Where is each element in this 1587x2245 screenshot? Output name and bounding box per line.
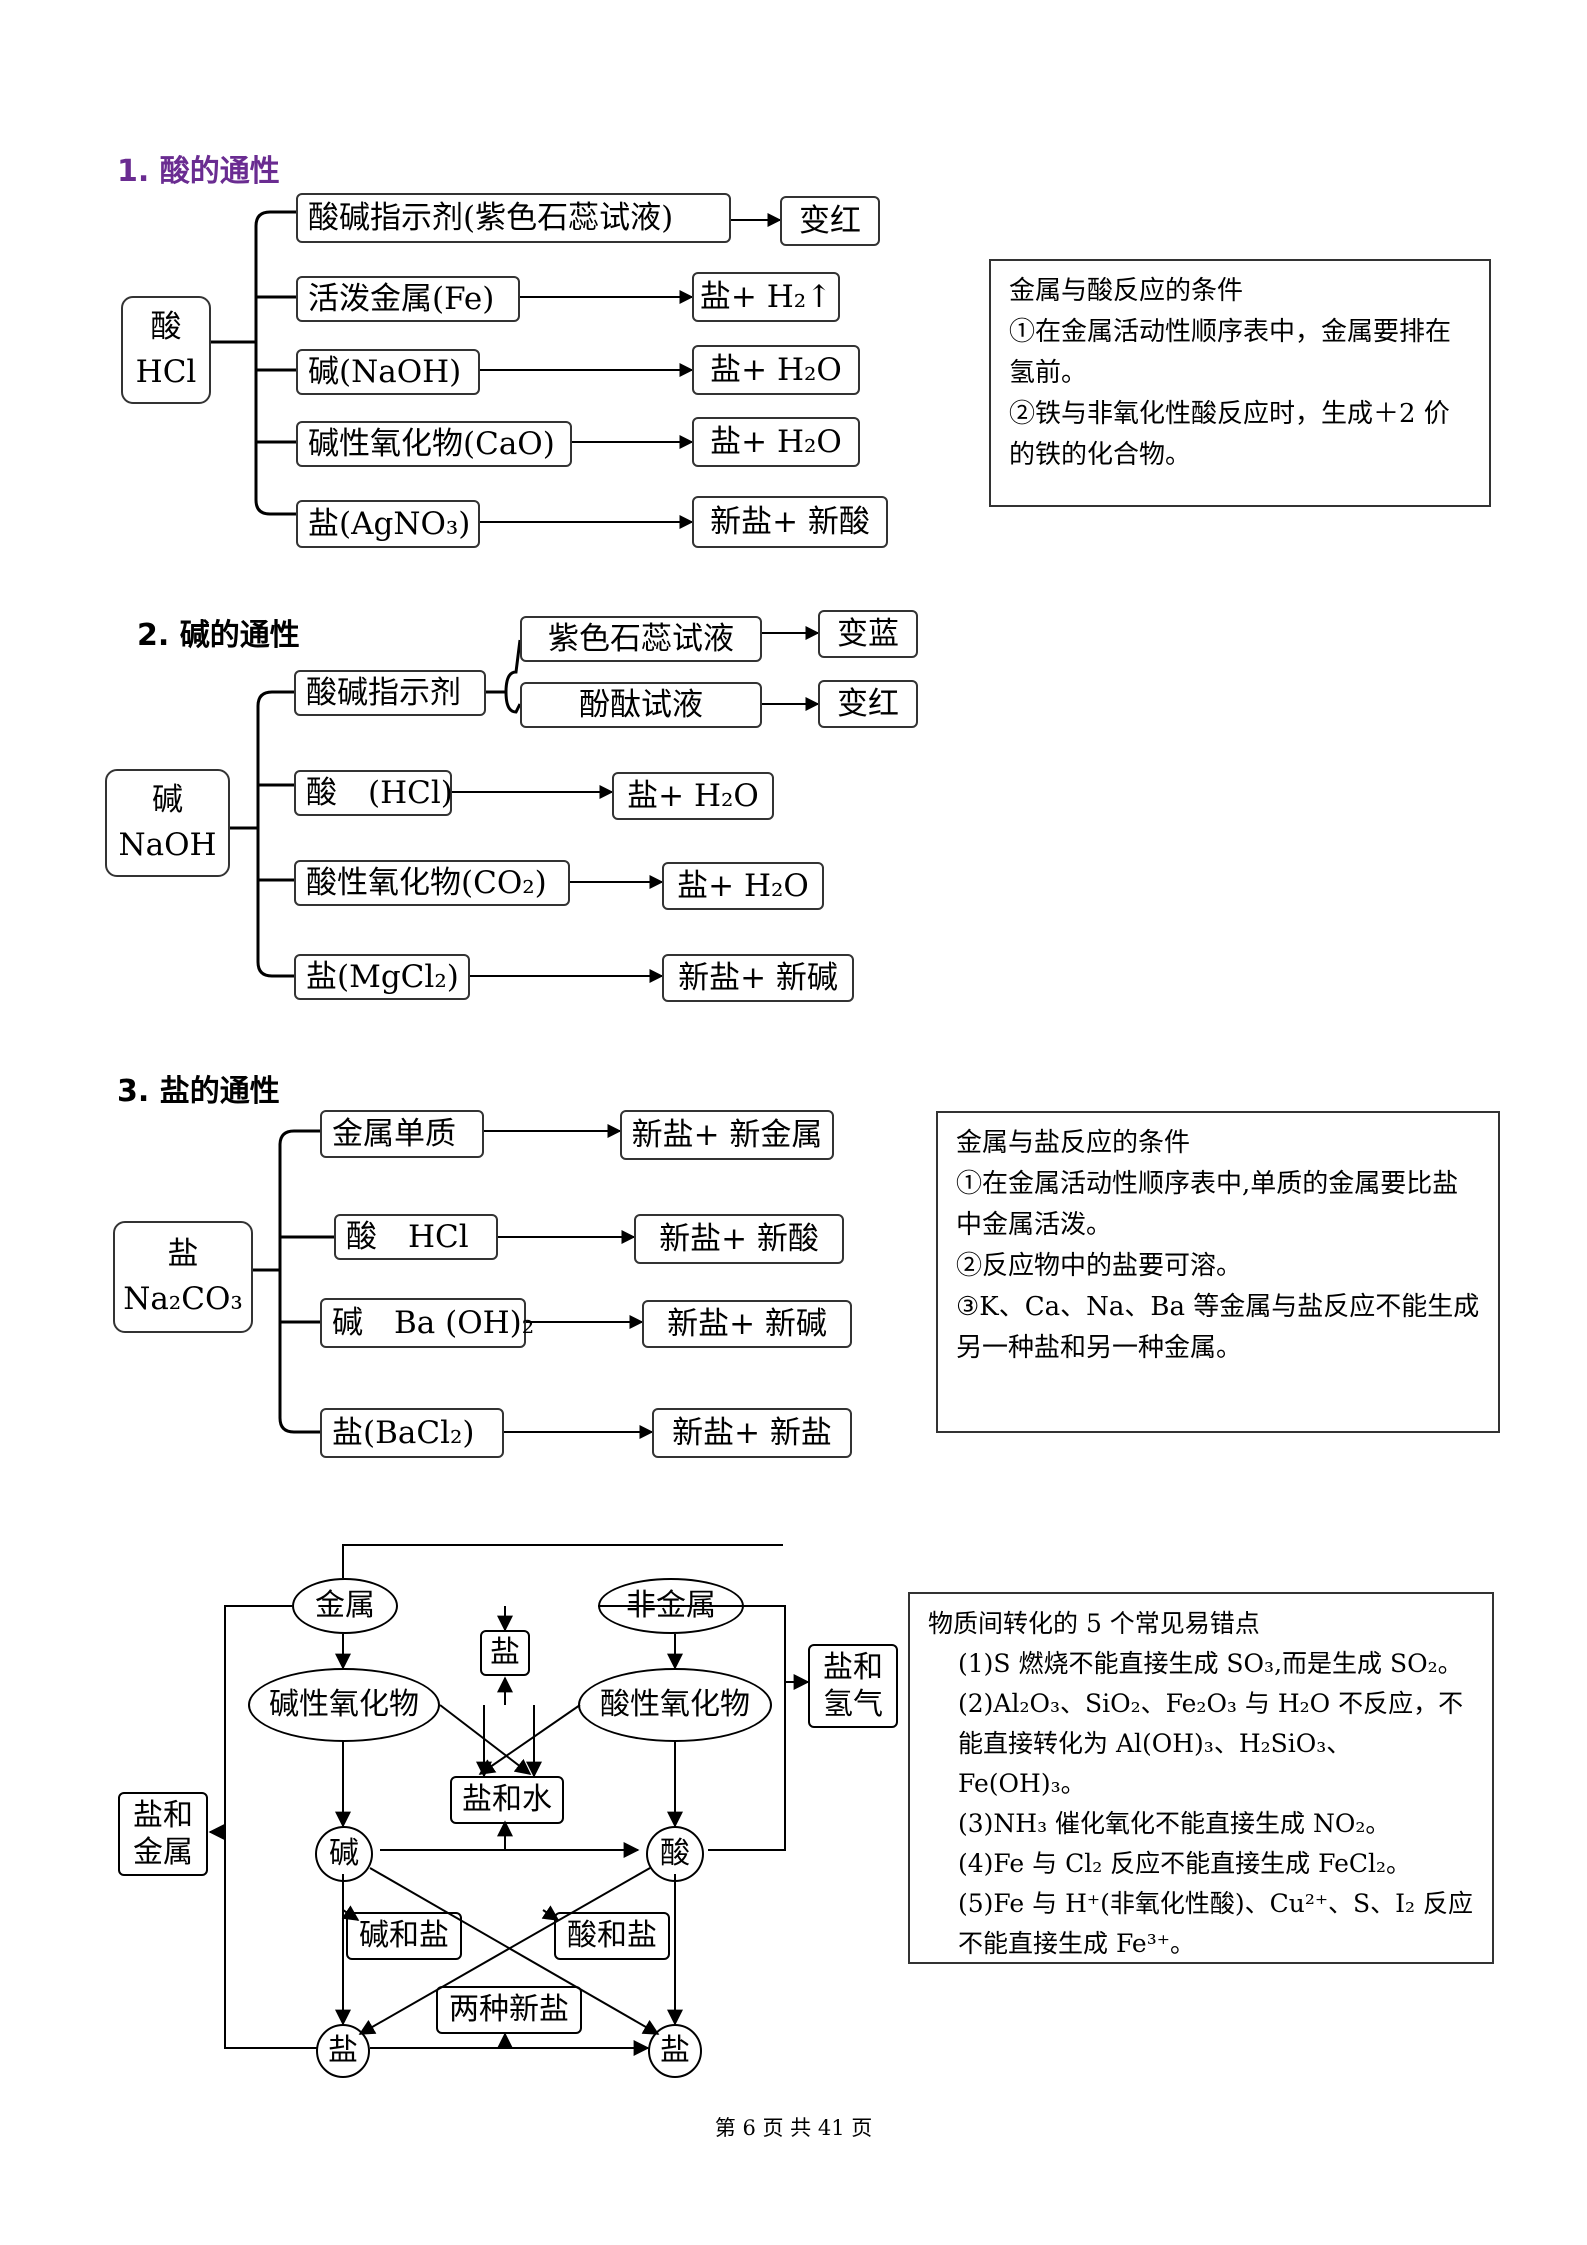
salt-acid-box: 酸 HCl (334, 1214, 498, 1260)
acid-main-label: 酸 (150, 309, 182, 346)
section-2-heading: 2. 碱的通性 (137, 618, 300, 653)
acid-salt-result: 新盐+ 新酸 (692, 496, 888, 548)
base-main-box: 碱 NaOH (105, 769, 230, 877)
note-line: ①在金属活动性顺序表中,单质的金属要比盐中金属活泼。 (956, 1169, 1459, 1240)
salt-base-result: 新盐+ 新碱 (642, 1300, 852, 1348)
base-indicator-box: 酸碱指示剂 (294, 670, 486, 716)
node-acid-salt: 酸和盐 (554, 1912, 670, 1960)
acid-base-box: 碱(NaOH) (296, 349, 480, 395)
base-acidic-oxide-result: 盐+ H₂O (662, 862, 824, 910)
base-main-formula: NaOH (118, 827, 217, 863)
salt-base-box: 碱 Ba (OH)₂ (320, 1298, 534, 1348)
acid-metal-condition-note: 金属与酸反应的条件 ①在金属活动性顺序表中，金属要排在氢前。 ②铁与非氧化性酸反… (989, 259, 1491, 507)
node-basic-oxide: 碱性氧化物 (248, 1668, 440, 1742)
acid-main-box: 酸 HCl (121, 296, 211, 404)
node-salt-bottom-left: 盐 (316, 2024, 370, 2078)
base-salt-box: 盐(MgCl₂) (294, 954, 470, 1000)
note-title: 金属与盐反应的条件 (956, 1128, 1191, 1158)
section-1-heading: 1. 酸的通性 (117, 154, 280, 189)
salt-metal-box: 金属单质 (320, 1110, 484, 1158)
base-litmus-result: 变蓝 (818, 610, 918, 658)
acid-active-metal-result: 盐+ H₂↑ (692, 272, 840, 322)
node-nonmetal: 非金属 (598, 1578, 744, 1634)
acid-indicator-box: 酸碱指示剂(紫色石蕊试液) (296, 193, 731, 243)
common-errors-note: 物质间转化的 5 个常见易错点 (1)S 燃烧不能直接生成 SO₃,而是生成 S… (908, 1592, 1494, 1964)
note-title: 物质间转化的 5 个常见易错点 (928, 1609, 1260, 1638)
node-base: 碱 (315, 1826, 373, 1882)
salt-metal-condition-note: 金属与盐反应的条件 ①在金属活动性顺序表中,单质的金属要比盐中金属活泼。 ②反应… (936, 1111, 1500, 1433)
node-base-salt: 碱和盐 (346, 1912, 462, 1960)
base-phenolphthalein-box: 酚酞试液 (520, 682, 762, 728)
note-item: (4)Fe 与 Cl₂ 反应不能直接生成 FeCl₂。 (958, 1849, 1412, 1878)
salt-acid-result: 新盐+ 新酸 (634, 1214, 844, 1264)
salt-main-box: 盐 Na₂CO₃ (113, 1221, 253, 1333)
note-item: (1)S 燃烧不能直接生成 SO₃,而是生成 SO₂。 (958, 1649, 1463, 1678)
base-main-label: 碱 (152, 782, 183, 819)
salt-metal-result: 新盐+ 新金属 (620, 1110, 834, 1160)
node-salt-and-hydrogen: 盐和 氢气 (808, 1644, 898, 1728)
note-title: 金属与酸反应的条件 (1009, 276, 1244, 306)
base-acidic-oxide-box: 酸性氧化物(CO₂) (294, 860, 570, 906)
base-litmus-box: 紫色石蕊试液 (520, 616, 762, 662)
note-item: (2)Al₂O₃、SiO₂、Fe₂O₃ 与 H₂O 不反应，不能直接转化为 Al… (958, 1689, 1464, 1798)
node-metal: 金属 (292, 1578, 398, 1634)
page-footer: 第 6 页 共 41 页 (714, 2116, 873, 2140)
note-line: ②反应物中的盐要可溶。 (956, 1251, 1243, 1281)
base-salt-result: 新盐+ 新碱 (662, 954, 854, 1002)
node-acid: 酸 (646, 1826, 704, 1882)
salt-main-label: 盐 (167, 1236, 199, 1273)
salt-salt-result: 新盐+ 新盐 (652, 1408, 852, 1458)
acid-indicator-result: 变红 (780, 196, 880, 246)
base-acid-box: 酸 (HCl) (294, 770, 453, 816)
node-salt-and-metal-line1: 盐和 (133, 1797, 193, 1833)
note-item: (5)Fe 与 H⁺(非氧化性酸)、Cu²⁺、S、I₂ 反应不能直接生成 Fe³… (958, 1889, 1474, 1958)
acid-base-result: 盐+ H₂O (692, 345, 860, 395)
acid-salt-box: 盐(AgNO₃) (296, 500, 480, 548)
node-salt-and-hydrogen-line1: 盐和 (823, 1649, 883, 1685)
note-item: (3)NH₃ 催化氧化不能直接生成 NO₂。 (958, 1809, 1391, 1838)
salt-salt-box: 盐(BaCl₂) (320, 1408, 504, 1458)
note-line: ③K、Ca、Na、Ba 等金属与盐反应不能生成另一种盐和另一种金属。 (956, 1292, 1480, 1363)
node-two-new-salts: 两种新盐 (436, 1986, 582, 2034)
node-salt-and-metal-line2: 金属 (133, 1835, 193, 1870)
base-phenolphthalein-result: 变红 (818, 680, 918, 728)
node-salt-water: 盐和水 (450, 1776, 564, 1824)
acid-active-metal-box: 活泼金属(Fe) (296, 276, 520, 322)
node-acidic-oxide: 酸性氧化物 (578, 1668, 772, 1742)
acid-basic-oxide-result: 盐+ H₂O (692, 417, 860, 467)
section-3-heading: 3. 盐的通性 (117, 1074, 280, 1109)
acid-basic-oxide-box: 碱性氧化物(CaO) (296, 421, 572, 467)
node-salt-and-hydrogen-line2: 氢气 (823, 1687, 883, 1722)
note-line: ②铁与非氧化性酸反应时，生成＋2 价的铁的化合物。 (1009, 399, 1450, 470)
salt-main-formula: Na₂CO₃ (123, 1281, 243, 1317)
base-acid-result: 盐+ H₂O (612, 772, 774, 820)
node-salt-and-metal: 盐和 金属 (118, 1792, 208, 1876)
note-line: ①在金属活动性顺序表中，金属要排在氢前。 (1009, 317, 1452, 388)
node-salt-top: 盐 (480, 1630, 530, 1676)
acid-main-formula: HCl (135, 354, 197, 390)
node-salt-bottom-right: 盐 (648, 2024, 702, 2078)
